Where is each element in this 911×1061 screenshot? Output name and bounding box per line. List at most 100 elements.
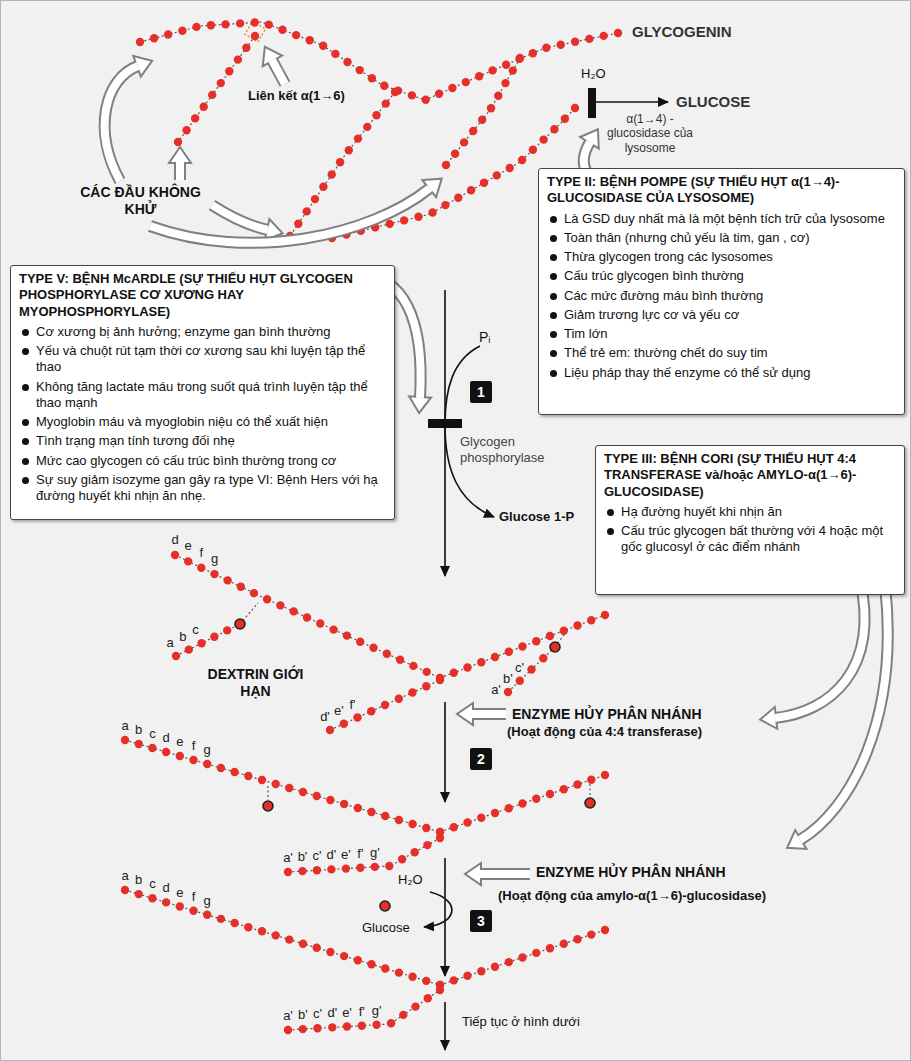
- box-heading: TYPE V: BỆNH McARDLE (SỰ THIẾU HỤT GLYCO…: [19, 271, 386, 320]
- glucose-residue: [532, 949, 540, 957]
- glucose-residue: [463, 663, 471, 671]
- glucose-residue: [561, 115, 569, 123]
- bullet-item: Cấu trúc glycogen bình thường: [547, 268, 896, 284]
- glucose-residue: [367, 707, 375, 715]
- glucose-residue: [135, 890, 143, 898]
- glucose-residue: [230, 919, 238, 927]
- residue-letter: c': [310, 1006, 326, 1022]
- pointer-arrow: [800, 585, 888, 840]
- residue-letter: g': [367, 845, 383, 861]
- residue-letter: c: [188, 622, 204, 638]
- glucose-residue: [387, 1019, 395, 1027]
- disease-box: TYPE II: BỆNH POMPE (SỰ THIẾU HỤT α(1→4)…: [538, 168, 905, 415]
- glucose-residue: [408, 820, 416, 828]
- glucose-residue: [265, 20, 273, 28]
- pointer-arrow: [472, 708, 506, 720]
- glucose-residue: [313, 792, 321, 800]
- glucose-residue: [217, 915, 225, 923]
- residue-letter: d': [323, 847, 339, 863]
- glucose-residue: [340, 952, 348, 960]
- glucose-residue: [276, 601, 284, 609]
- residue-letter: e: [172, 885, 188, 901]
- glucose-residue: [527, 665, 535, 673]
- glucose-residue: [442, 161, 450, 169]
- glucose-residue: [557, 41, 565, 49]
- pointer-arrow: [176, 162, 184, 180]
- glucose-residue: [423, 668, 431, 676]
- glucose-residue: [546, 790, 554, 798]
- glucose-residue: [148, 744, 156, 752]
- enzyme-label: ENZYME HỦY PHÂN NHÁNH: [536, 864, 726, 881]
- glucose-residue: [285, 784, 293, 792]
- glucose-residue: [136, 38, 144, 46]
- glucose-residue: [358, 1021, 366, 1029]
- reagent-label: Pᵢ: [479, 329, 491, 346]
- bullet-item: Không tăng lactate máu trong suốt quá tr…: [19, 379, 386, 412]
- glucose-residue: [571, 104, 579, 112]
- residue-letter: e: [180, 538, 196, 554]
- glucose-residue: [550, 125, 558, 133]
- glucose-residue: [294, 220, 302, 228]
- glucose-residue: [319, 42, 327, 50]
- branch-residue: [235, 619, 245, 629]
- callout-number: 1: [470, 381, 492, 403]
- glucose-residue: [250, 589, 258, 597]
- glucose-residue: [529, 49, 537, 57]
- glucose-residue: [278, 26, 286, 34]
- glucose-residue: [409, 662, 417, 670]
- residue-letter: f': [354, 1004, 370, 1020]
- residue-letter: b: [131, 722, 147, 738]
- glucose-residue: [463, 818, 471, 826]
- glucose-residue: [462, 78, 470, 86]
- glucose-residue: [587, 776, 595, 784]
- pointer-arrow: [212, 205, 268, 230]
- enzyme-label: Glycogen phosphorylase: [460, 434, 560, 465]
- glucose-residue: [363, 123, 371, 131]
- glucose-residue: [383, 650, 391, 658]
- glucose-residue: [386, 220, 394, 228]
- pointer-arrow: [174, 162, 186, 180]
- glucose-residue: [223, 576, 231, 584]
- glucose-residue: [502, 60, 510, 68]
- pointer-arrow: [272, 60, 285, 84]
- glucose-residue: [272, 780, 280, 788]
- glucose-residue: [298, 867, 306, 875]
- residue-letter: g: [199, 893, 215, 909]
- glucose-residue: [313, 944, 321, 952]
- glucose-residue: [411, 1002, 419, 1010]
- bullet-item: Mức cao glycogen có cấu trúc bình thường…: [19, 453, 386, 469]
- glucose-residue: [560, 627, 568, 635]
- glucose-residue: [189, 756, 197, 764]
- glucose-residue: [539, 654, 547, 662]
- glucose-residue: [560, 940, 568, 948]
- glucose-residue: [518, 953, 526, 961]
- glucose-residue: [210, 570, 218, 578]
- glucose-residue: [258, 776, 266, 784]
- glucose-residue: [182, 126, 190, 134]
- glucose-residue: [354, 956, 362, 964]
- glucose-residue: [385, 862, 393, 870]
- glucose-residue: [367, 960, 375, 968]
- glucose-residue: [367, 808, 375, 816]
- glucose-residue: [176, 752, 184, 760]
- residue-letter: a': [280, 850, 296, 866]
- glucose-residue: [313, 866, 321, 874]
- glucose-residue: [532, 795, 540, 803]
- glucose-residue: [436, 676, 444, 684]
- product-label: Glucose 1-P: [499, 509, 574, 525]
- glucose-residue: [441, 201, 449, 209]
- glucose-residue: [399, 1011, 407, 1019]
- enzyme-label: ENZYME HỦY PHÂN NHÁNH: [512, 706, 702, 723]
- glucose-residue: [423, 841, 431, 849]
- glucose-residue: [529, 146, 537, 154]
- glucose-residue: [299, 788, 307, 796]
- residue-letter: d: [158, 730, 174, 746]
- glucose-residue: [573, 780, 581, 788]
- glucose-residue: [372, 1021, 380, 1029]
- glucose-residue: [237, 583, 245, 591]
- glucose-residue: [477, 814, 485, 822]
- glucose-residue: [225, 67, 233, 75]
- glucose-residue: [230, 768, 238, 776]
- glucose-residue: [221, 20, 229, 28]
- glucose-residue: [532, 637, 540, 645]
